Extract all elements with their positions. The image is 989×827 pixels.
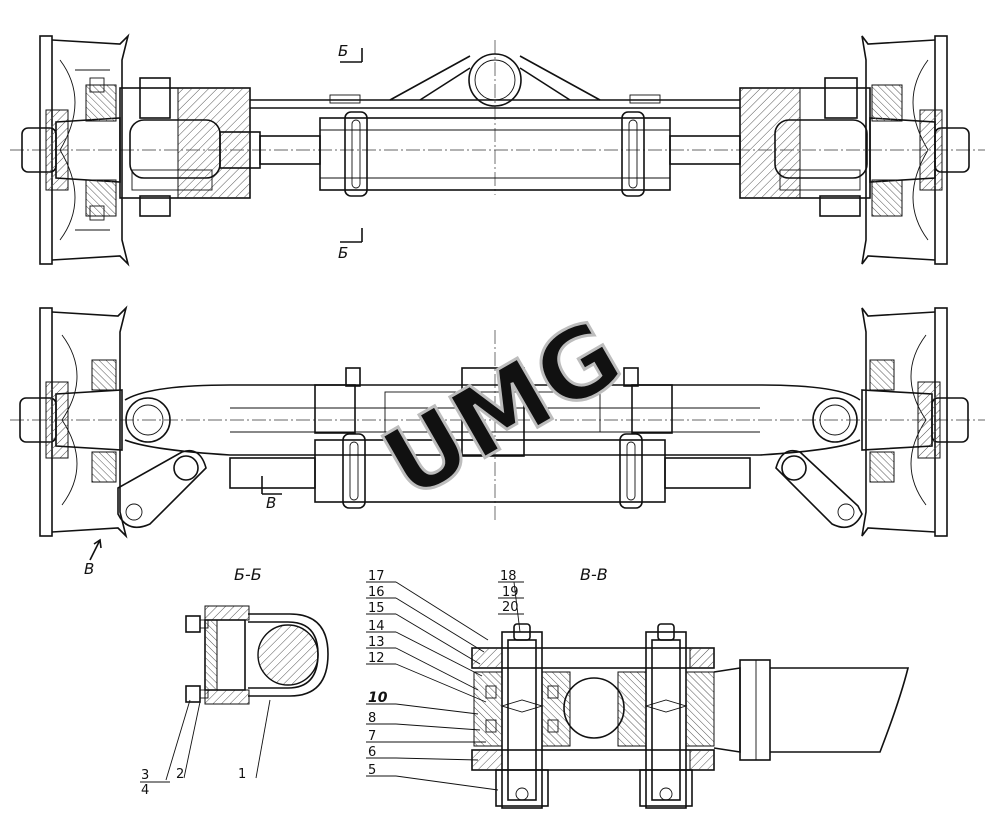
callout-vv-17: 17 — [368, 569, 385, 584]
section-bb: Б-Б 1 2 3 4 — [140, 565, 329, 798]
callout-vv-16: 16 — [368, 585, 385, 600]
callout-vv-20: 20 — [502, 600, 519, 615]
section-mark-v: В В — [84, 476, 282, 578]
callout-bb-2: 2 — [176, 767, 184, 782]
callout-vv-12: 12 — [368, 651, 385, 666]
callout-vv-15: 15 — [368, 601, 385, 616]
callout-vv-8: 8 — [368, 711, 376, 726]
axle-beam-front — [117, 367, 863, 529]
right-knuckle-top — [739, 77, 871, 217]
section-mark-v-wheel: В — [84, 560, 94, 578]
callout-vv-14: 14 — [368, 619, 385, 634]
callout-bb-1: 1 — [238, 767, 246, 782]
callout-vv-18: 18 — [500, 569, 517, 584]
leader-lines — [366, 581, 524, 791]
section-vv-title: В-В — [580, 565, 608, 584]
section-bb-title: Б-Б — [234, 565, 262, 584]
section-vv: В-В — [366, 565, 910, 809]
callout-vv-5: 5 — [368, 763, 376, 778]
top-view: Б Б — [10, 33, 985, 267]
callout-vv-13: 13 — [368, 635, 385, 650]
watermark: UMG — [364, 296, 641, 522]
left-wheel-front — [19, 305, 128, 539]
callout-vv-19: 19 — [502, 585, 519, 600]
left-knuckle-top — [119, 77, 330, 217]
right-wheel-front — [861, 307, 969, 537]
section-mark-b: Б Б — [338, 42, 363, 262]
callout-bb-3: 3 — [141, 768, 149, 783]
right-wheel-top — [861, 35, 970, 265]
section-mark-b-bottom: Б — [338, 244, 348, 262]
callout-vv-6: 6 — [368, 745, 376, 760]
axle-beam-top — [250, 53, 741, 197]
front-view: В В — [10, 305, 985, 578]
section-mark-v-rod: В — [266, 494, 276, 512]
callout-bb-4: 4 — [141, 783, 149, 798]
section-mark-b-top: Б — [338, 42, 348, 60]
callout-vv-10: 10 — [368, 690, 388, 706]
callout-vv-7: 7 — [368, 729, 376, 744]
left-wheel-top — [21, 33, 130, 267]
watermark-text: UMG — [365, 298, 639, 521]
